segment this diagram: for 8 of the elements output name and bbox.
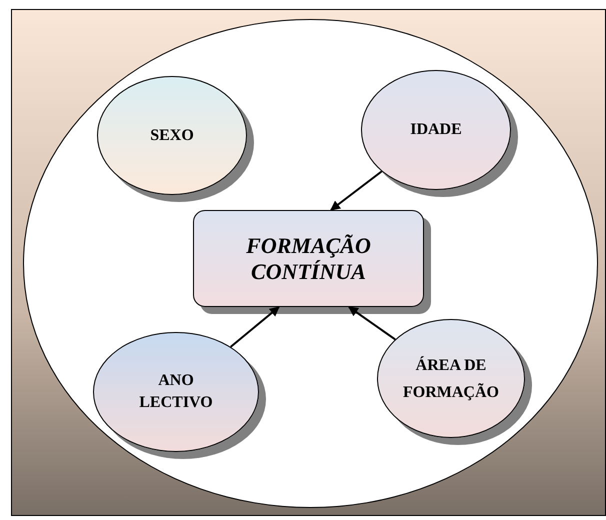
arrow — [230, 306, 280, 348]
node-label: FORMAÇÃO CONTÍNUA — [245, 232, 372, 284]
node-label: SEXO — [150, 126, 194, 146]
node-label: IDADE — [410, 120, 462, 140]
node-label: ÁREA DE FORMAÇÃO — [402, 355, 500, 402]
arrow — [348, 306, 396, 340]
arrow — [330, 170, 382, 211]
node-label: ANO LECTIVO — [138, 371, 214, 413]
